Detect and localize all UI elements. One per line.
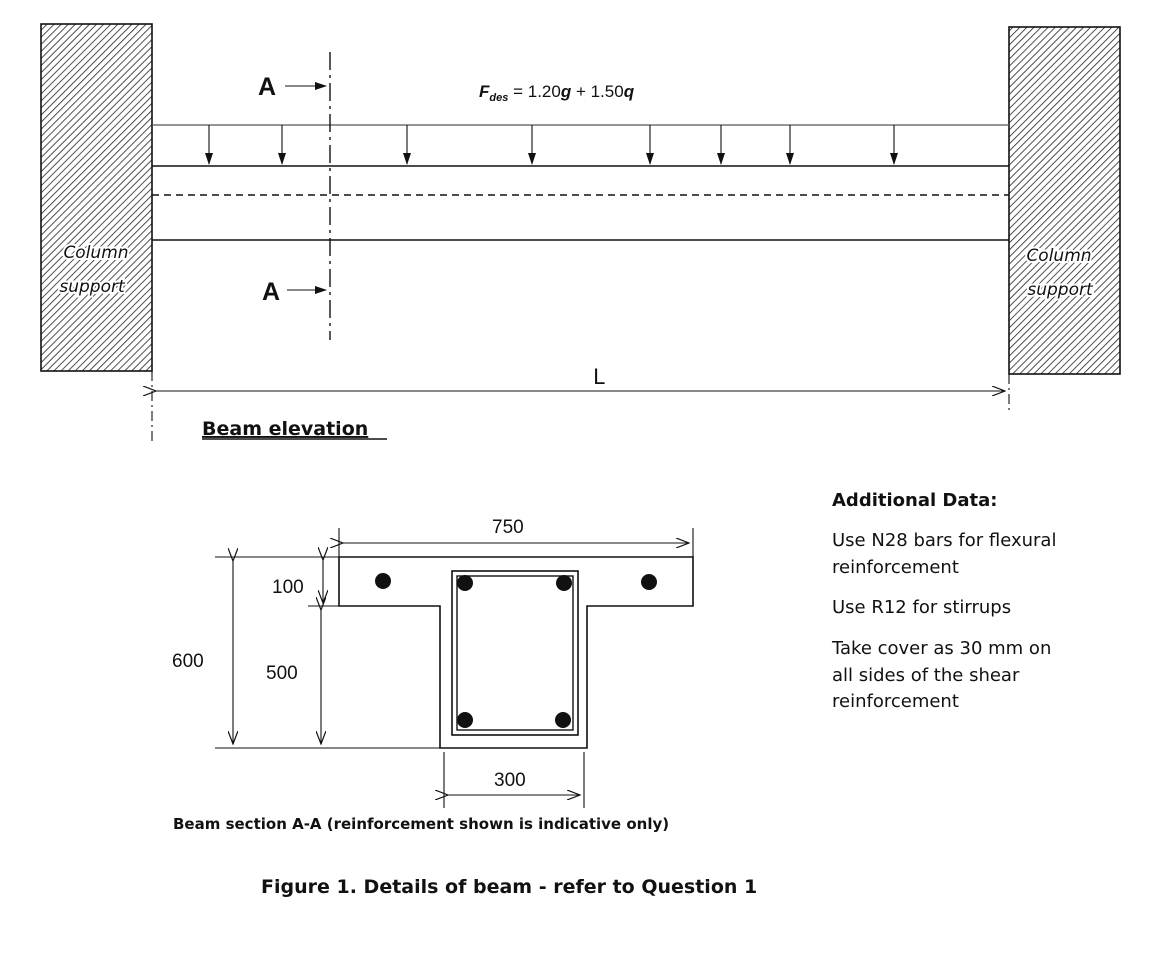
section-label-top: A	[258, 73, 276, 101]
right-column-support	[1008, 26, 1121, 375]
right-column-label-line2: support	[1027, 280, 1094, 300]
additional-data-item1-line1: Use N28 bars for flexural	[832, 530, 1056, 551]
reinforcing-bar	[641, 574, 657, 590]
flange-width-label: 750	[492, 517, 524, 538]
reinforcing-bar	[457, 712, 473, 728]
section-caption: Beam section A-A (reinforcement shown is…	[173, 815, 669, 833]
right-column-label-line1-fg: Column	[1026, 246, 1091, 266]
elevation-caption: Beam elevation	[202, 418, 368, 440]
reinforcing-bar	[556, 575, 572, 591]
additional-data-item3-line1: Take cover as 30 mm on	[831, 638, 1051, 659]
left-column-label-line1-fg: Column	[63, 243, 128, 263]
left-column-label-line2-fg: support	[59, 277, 126, 297]
flange-depth-label: 100	[272, 577, 304, 598]
web-width-label: 300	[494, 770, 526, 791]
right-column-label-line2-fg: support	[1027, 280, 1094, 300]
load-arrows	[205, 125, 898, 165]
additional-data-item2-line1: Use R12 for stirrups	[832, 597, 1011, 618]
total-depth-label: 600	[172, 651, 204, 672]
figure-caption: Figure 1. Details of beam - refer to Que…	[261, 876, 757, 898]
additional-data-item1-line2: reinforcement	[832, 557, 959, 578]
t-beam-outline	[338, 556, 694, 749]
stirrup-outer	[451, 570, 579, 736]
stirrup-inner	[456, 575, 574, 731]
reinforcing-bar	[555, 712, 571, 728]
left-column-label-line1: Column	[63, 243, 128, 263]
right-column-label-line1: Column	[1026, 246, 1091, 266]
beam-section: 750 600 100 500 300 Beam section A-A (re…	[172, 517, 694, 833]
reinforcing-bar	[375, 573, 391, 589]
additional-data-item3-line2: all sides of the shear	[832, 665, 1020, 686]
section-label-bottom: A	[262, 278, 280, 306]
left-column-support	[40, 23, 153, 372]
additional-data-heading: Additional Data:	[832, 490, 997, 511]
additional-data: Additional Data: Use N28 bars for flexur…	[831, 490, 1056, 712]
left-column-label-line2: support	[59, 277, 126, 297]
web-height-label: 500	[266, 663, 298, 684]
span-label: L	[593, 365, 605, 389]
load-equation: Fdes = 1.20g + 1.50q	[479, 82, 635, 104]
reinforcing-bar	[457, 575, 473, 591]
beam-elevation: Column Column support support Column Col…	[40, 23, 1121, 445]
additional-data-item3-line3: reinforcement	[832, 691, 959, 712]
